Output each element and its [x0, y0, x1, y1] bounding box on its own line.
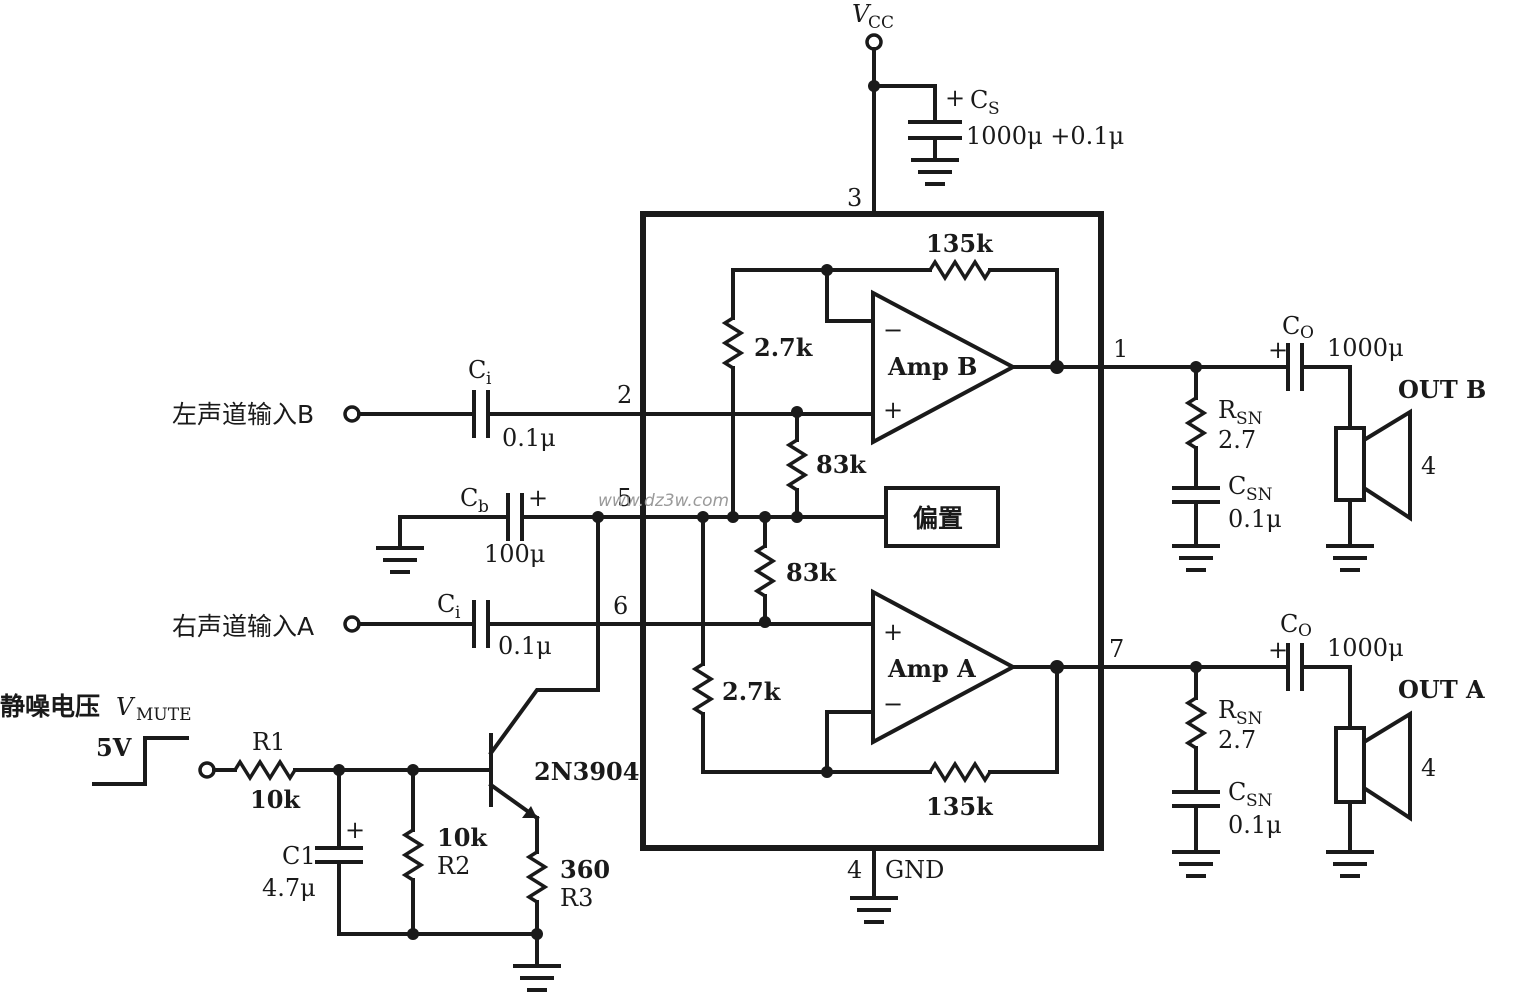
co-b-name: C — [1282, 312, 1300, 340]
rsn-b-value: 2.7 — [1218, 426, 1256, 454]
ci-a-value: 0.1μ — [498, 632, 552, 660]
pin-2-label: 2 — [617, 381, 632, 409]
mute-step-label: 5V — [96, 733, 132, 762]
pin-4-label: 4 — [847, 856, 862, 884]
input-b-label: 左声道输入B — [172, 400, 314, 429]
ci-a-sub: i — [455, 603, 461, 623]
csn-a-sub: SN — [1246, 791, 1273, 811]
cs-name: C — [970, 86, 988, 114]
output-a-network: + C O 1000μ R SN 2.7 C SN 0.1μ OUT A 4 — [1172, 610, 1485, 878]
csn-b-name: C — [1228, 472, 1246, 500]
c1-value: 4.7μ — [262, 874, 316, 902]
cb-name: C — [460, 484, 478, 512]
co-b-polarity: + — [1268, 336, 1288, 364]
rsn-b-sub: SN — [1236, 409, 1263, 429]
amp-b-label: Amp B — [887, 352, 977, 381]
input-a-label: 右声道输入A — [172, 612, 314, 641]
r1-value: 10k — [250, 785, 301, 814]
step-waveform-icon — [92, 736, 189, 786]
ci-b-value: 0.1μ — [502, 424, 556, 452]
cb-polarity: + — [528, 484, 548, 512]
rsn-a-name: R — [1218, 696, 1237, 724]
rsn-a-value: 2.7 — [1218, 726, 1256, 754]
r-bias-top-label: 83k — [816, 450, 867, 479]
r-fb-b-label: 135k — [926, 229, 994, 258]
r3-value: 360 — [560, 855, 610, 884]
amp-b: Amp B − + — [871, 289, 1018, 446]
csn-a-name: C — [1228, 778, 1246, 806]
rsn-b-name: R — [1218, 396, 1237, 424]
speaker-a-icon — [1334, 710, 1412, 822]
mute-terminal[interactable] — [198, 761, 216, 779]
r-bias-bot-label: 83k — [786, 558, 837, 587]
ci-a-name: C — [437, 590, 455, 618]
transistor-2n3904 — [488, 515, 600, 821]
mute-label: 静噪电压 — [0, 692, 100, 721]
output-b-network: + C O 1000μ R SN 2.7 C SN 0.1μ OUT B 4 — [1172, 312, 1486, 572]
input-a-terminal[interactable] — [343, 615, 361, 633]
watermark: www.dz3w.com — [598, 491, 729, 511]
co-b-value: 1000μ — [1327, 334, 1404, 362]
gnd-label: GND — [885, 856, 944, 884]
co-b-sub: O — [1300, 323, 1314, 343]
speaker-b-ohms: 4 — [1421, 452, 1436, 480]
vcc-label: V — [852, 0, 872, 28]
amp-a: Amp A + − — [871, 588, 1018, 746]
bias-label: 偏置 — [913, 504, 963, 533]
cb-value: 100μ — [484, 540, 545, 568]
mute-circuit: 静噪电压 V MUTE 5V R1 10k + C1 4.7μ 10k R2 — [0, 515, 639, 992]
vcc-terminal[interactable] — [865, 33, 883, 51]
cs-polarity: + — [945, 84, 965, 112]
r1-name: R1 — [252, 728, 285, 756]
cs-capacitor: + C S 1000μ +0.1μ — [908, 84, 1124, 186]
co-a-sub: O — [1298, 621, 1312, 641]
mute-v-label: V — [116, 693, 136, 721]
amp-a-label: Amp A — [887, 654, 976, 683]
csn-b-sub: SN — [1246, 485, 1273, 505]
c1-name: C1 — [282, 842, 316, 870]
cs-sub: S — [988, 99, 1000, 119]
c1-polarity: + — [345, 816, 365, 844]
pin-3-label: 3 — [847, 184, 862, 212]
r3-name: R3 — [560, 884, 593, 912]
pin-6-label: 6 — [613, 592, 628, 620]
csn-a-value: 0.1μ — [1228, 811, 1282, 839]
amp-a-plus: + — [883, 618, 903, 646]
cb-sub: b — [478, 497, 489, 517]
pin-7-label: 7 — [1109, 635, 1124, 663]
r2-value: 10k — [437, 823, 488, 852]
co-a-polarity: + — [1268, 636, 1288, 664]
input-b-terminal[interactable] — [343, 405, 361, 423]
rsn-a-sub: SN — [1236, 709, 1263, 729]
r2-name: R2 — [437, 852, 470, 880]
vcc-supply: V CC — [852, 0, 937, 216]
speaker-b-icon — [1334, 408, 1412, 522]
out-b-label: OUT B — [1398, 375, 1486, 404]
cs-value: 1000μ +0.1μ — [966, 122, 1124, 150]
vcc-label-sub: CC — [868, 13, 894, 33]
ic-ground — [850, 846, 898, 924]
amp-a-minus: − — [883, 690, 903, 718]
ci-b-sub: i — [486, 369, 492, 389]
amp-b-plus: + — [883, 396, 903, 424]
out-a-label: OUT A — [1398, 675, 1485, 704]
r-in-a-label: 2.7k — [722, 677, 782, 706]
csn-b-value: 0.1μ — [1228, 505, 1282, 533]
ci-b-name: C — [468, 356, 486, 384]
speaker-a-ohms: 4 — [1421, 754, 1436, 782]
bias-block — [884, 486, 1000, 548]
r-fb-a-label: 135k — [926, 792, 994, 821]
pin-5-label: 5 — [617, 484, 632, 512]
pin-1-label: 1 — [1113, 335, 1128, 363]
co-a-name: C — [1280, 610, 1298, 638]
mute-v-sub: MUTE — [136, 705, 191, 725]
amp-b-minus: − — [883, 316, 903, 344]
co-a-value: 1000μ — [1327, 634, 1404, 662]
transistor-label: 2N3904 — [534, 757, 639, 786]
r-in-b-label: 2.7k — [754, 333, 814, 362]
